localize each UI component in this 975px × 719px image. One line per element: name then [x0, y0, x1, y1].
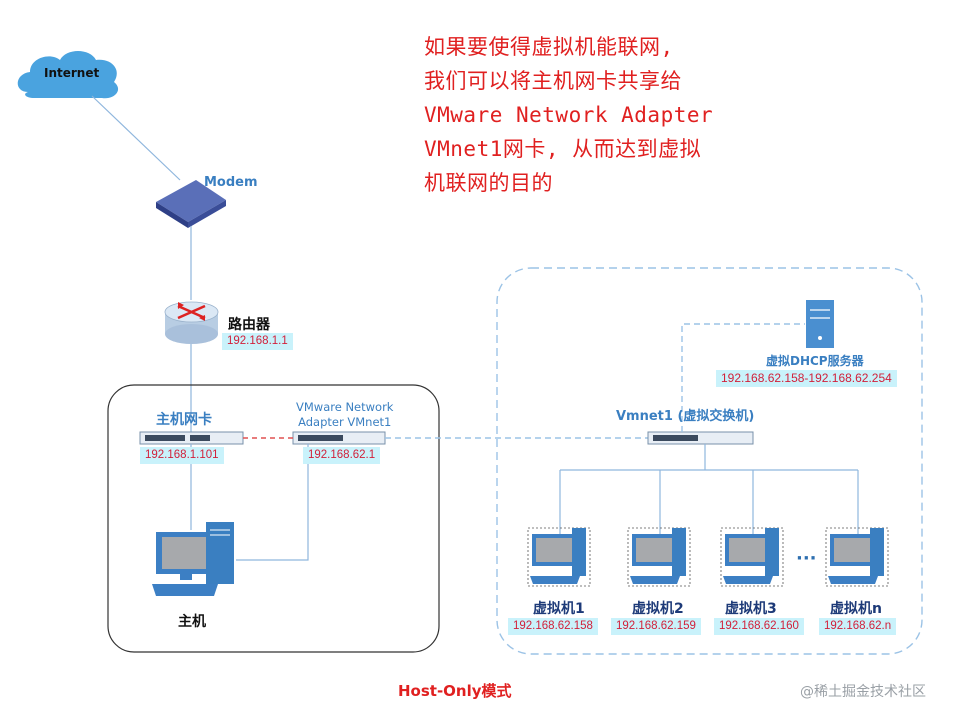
virtual-network-box [496, 267, 923, 655]
router-label: 路由器 [228, 317, 270, 333]
vmnet1-label-line2: Adapter VMnet1 [298, 415, 392, 429]
vmnet1-adapter-label: VMware Network Adapter VMnet1 [296, 400, 393, 430]
vm3-computer-icon [720, 527, 784, 587]
host-nic-ip: 192.168.1.101 [140, 447, 224, 464]
note-line-3: VMware Network Adapter [424, 103, 714, 127]
vm3-label: 虚拟机3 [725, 601, 777, 617]
dhcp-server-label: 虚拟DHCP服务器 [766, 354, 864, 368]
vmnet1-label-line1: VMware Network [296, 400, 394, 414]
vm2-label: 虚拟机2 [632, 601, 684, 617]
note-line-1: 如果要使得虚拟机能联网, [424, 35, 674, 59]
note-line-5: 机联网的目的 [424, 171, 553, 195]
vmn-label: 虚拟机n [830, 601, 882, 617]
vmnet1-ip: 192.168.62.1 [303, 447, 381, 464]
internet-cloud-icon [17, 51, 119, 99]
vm2-ip: 192.168.62.159 [611, 618, 701, 635]
vm3-ip: 192.168.62.160 [714, 618, 804, 635]
vm2-computer-icon [627, 527, 691, 587]
virtual-switch-label: Vmnet1 (虚拟交换机) [616, 409, 755, 424]
vm-ellipsis: ··· [796, 548, 817, 569]
vm1-ip: 192.168.62.158 [508, 618, 598, 635]
mode-caption: Host-Only模式 [398, 682, 512, 700]
dhcp-ip-range: 192.168.62.158-192.168.62.254 [716, 370, 897, 387]
router-ip: 192.168.1.1 [222, 333, 293, 350]
virtual-switch-icon [647, 431, 754, 445]
host-nic-label: 主机网卡 [156, 412, 212, 428]
router-icon [164, 301, 219, 344]
explanation-note: 如果要使得虚拟机能联网, 我们可以将主机网卡共享给 VMware Network… [424, 30, 713, 200]
watermark: @稀土掘金技术社区 [800, 684, 926, 700]
host-box [107, 384, 440, 653]
vmn-ip: 192.168.62.n [819, 618, 897, 635]
modem-label: Modem [204, 175, 258, 190]
vmn-computer-icon [825, 527, 889, 587]
internet-label: Internet [44, 66, 100, 80]
host-computer-icon [152, 522, 234, 596]
vm1-computer-icon [527, 527, 591, 587]
modem-icon [156, 180, 226, 228]
host-nic-icon [139, 431, 244, 445]
vmnet1-adapter-icon [292, 431, 386, 445]
note-line-4: VMnet1网卡, 从而达到虚拟 [424, 137, 702, 161]
note-line-2: 我们可以将主机网卡共享给 [424, 69, 682, 93]
vm1-label: 虚拟机1 [533, 601, 585, 617]
dhcp-server-icon [806, 300, 834, 348]
host-computer-label: 主机 [178, 614, 206, 630]
